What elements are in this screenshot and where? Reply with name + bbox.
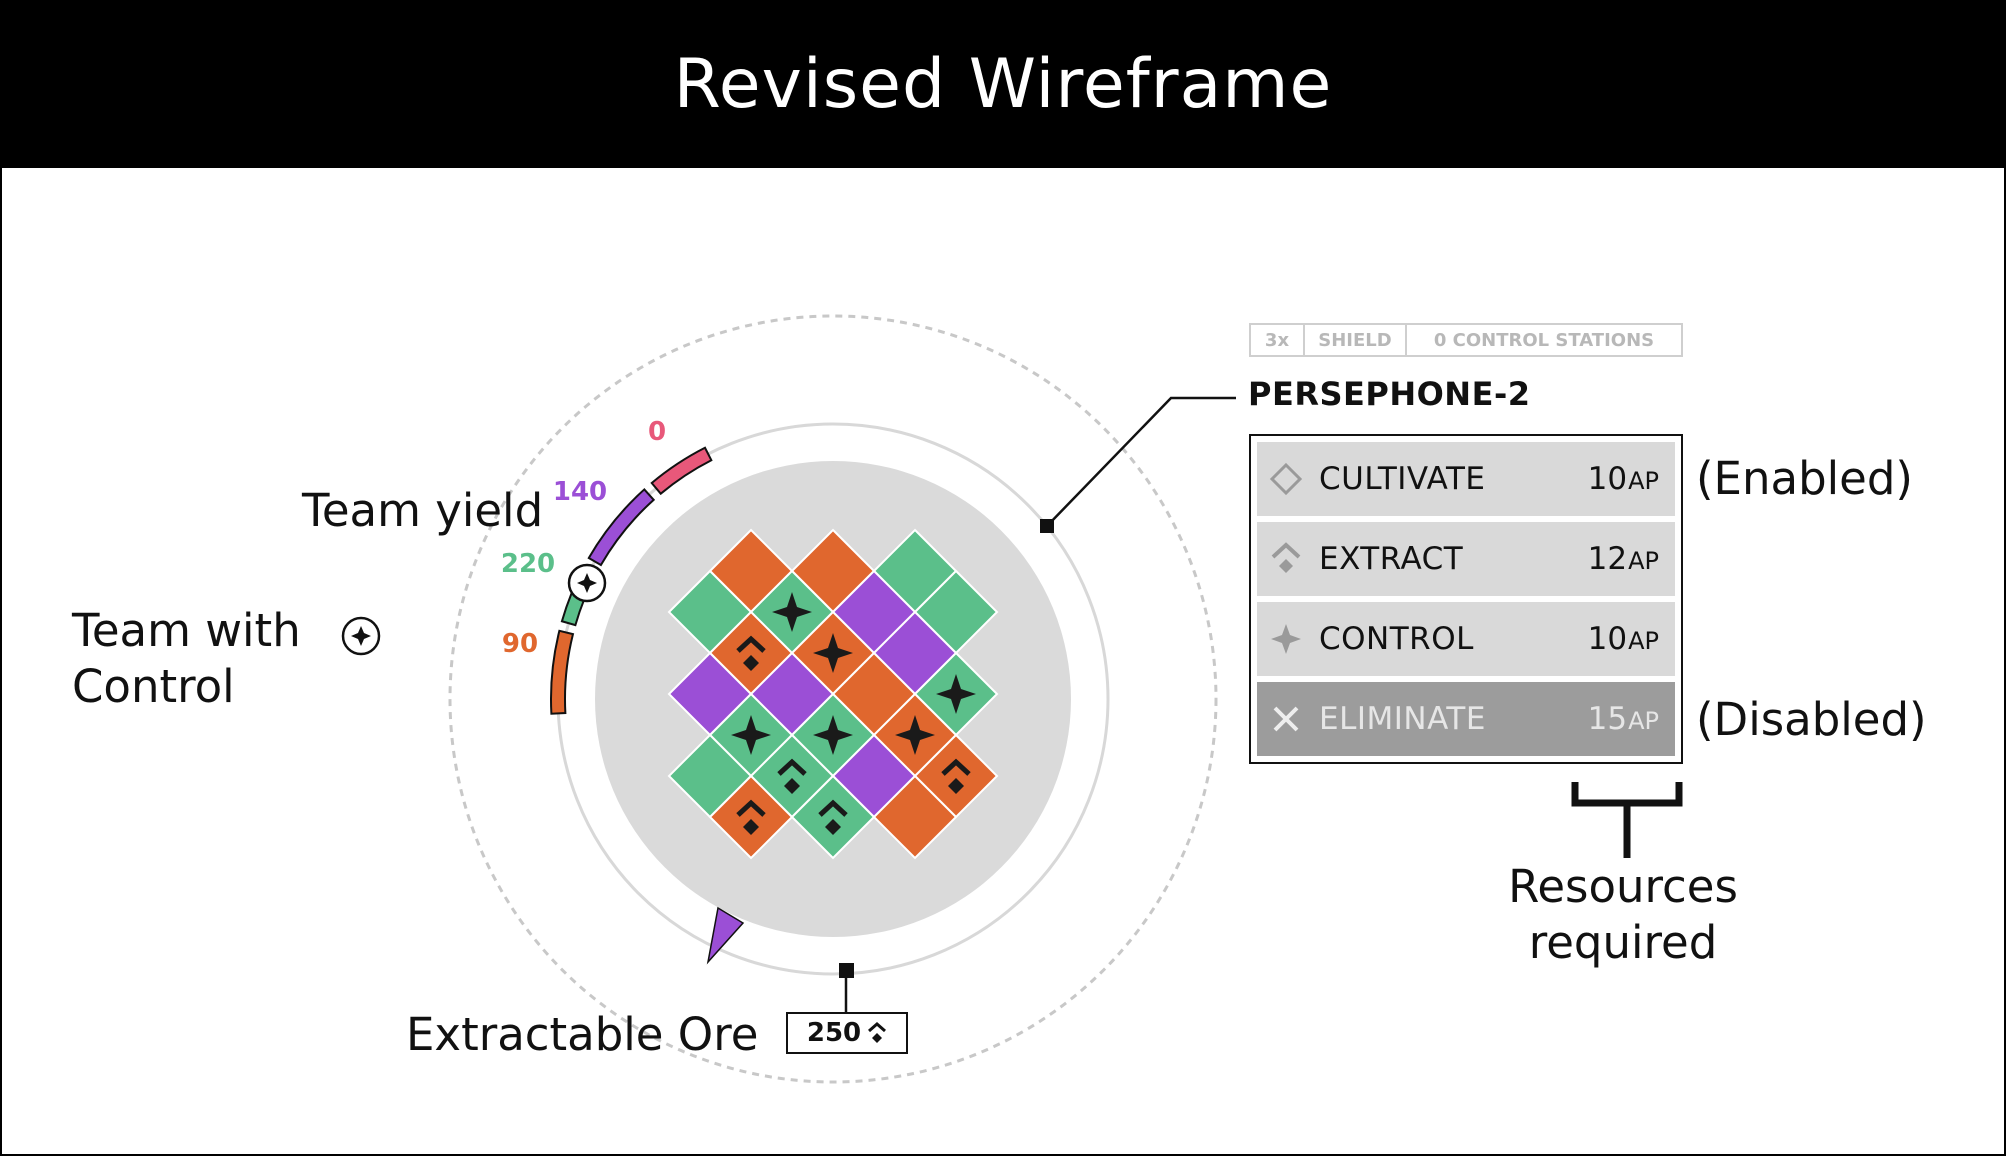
action-name: ELIMINATE [1319, 701, 1486, 737]
control-star-icon [772, 592, 812, 632]
ore-value: 250 [806, 1018, 862, 1048]
diamond-icon [1269, 462, 1303, 496]
ore-diamond-icon [743, 655, 759, 671]
action-extract-button[interactable]: EXTRACT 12AP [1257, 522, 1675, 596]
action-cultivate-button[interactable]: CULTIVATE 10AP [1257, 442, 1675, 516]
tile-grid [667, 528, 999, 860]
multiplier-stat: 3x [1251, 325, 1305, 355]
ore-chevron-icon [777, 758, 807, 776]
grid-tile[interactable] [790, 774, 876, 860]
planet-callout-line [1040, 396, 1236, 533]
yield-value: 0 [648, 417, 666, 447]
action-eliminate-button[interactable]: ELIMINATE 15AP [1257, 682, 1675, 756]
planet-name: PERSEPHONE-2 [1248, 375, 1531, 413]
team-control-marker [567, 563, 607, 603]
shield-stat: SHIELD [1305, 325, 1407, 355]
action-cost: 10AP [1587, 461, 1659, 497]
planet-stats-bar: 3x SHIELD 0 CONTROL STATIONS [1249, 323, 1683, 357]
disabled-annotation: (Disabled) [1696, 693, 1927, 746]
control-star-icon [895, 715, 935, 755]
action-panel: CULTIVATE 10AP EXTRACT 12AP CONTROL 10AP… [1249, 434, 1683, 764]
ore-diamond-icon [948, 778, 964, 794]
ore-chevron-icon [736, 635, 766, 653]
x-icon [1269, 702, 1303, 736]
control-star-icon [936, 674, 976, 714]
team-with-control-label: Team with Control [72, 604, 301, 714]
action-cost: 12AP [1587, 541, 1659, 577]
outer-orbit-ring [448, 314, 1218, 1084]
control-stations-stat: 0 CONTROL STATIONS [1433, 329, 1655, 351]
grid-tile[interactable] [872, 774, 958, 860]
control-star-icon [813, 715, 853, 755]
grid-tile[interactable] [708, 774, 794, 860]
action-cost: 15AP [1587, 701, 1659, 737]
action-name: EXTRACT [1319, 541, 1464, 577]
team-ship-marker [706, 906, 745, 965]
extract-icon [1269, 542, 1303, 576]
action-cost: 10AP [1587, 621, 1659, 657]
page-title: Revised Wireframe [673, 44, 1333, 124]
ore-chevron-icon [736, 799, 766, 817]
yield-segment [587, 488, 656, 567]
ore-diamond-icon [825, 819, 841, 835]
action-control-button[interactable]: CONTROL 10AP [1257, 602, 1675, 676]
control-star-icon [731, 715, 771, 755]
ore-diamond-icon [784, 778, 800, 794]
yield-segment [550, 629, 575, 715]
ore-callout-line [839, 963, 854, 1012]
yield-value: 90 [502, 629, 538, 659]
resources-required-label: Resources required [1508, 860, 1738, 970]
resources-bracket [1571, 782, 1683, 858]
star-icon [1269, 622, 1303, 656]
ore-diamond-icon [743, 819, 759, 835]
extractable-ore-label: Extractable Ore [406, 1008, 759, 1061]
ore-chevron-icon [818, 799, 848, 817]
control-star-icon [813, 633, 853, 673]
team-yield-label: Team yield [302, 484, 544, 537]
action-name: CONTROL [1319, 621, 1474, 657]
ore-chevron-icon [941, 758, 971, 776]
header-bar: Revised Wireframe [0, 0, 2006, 168]
ore-chevron-icon [868, 1022, 887, 1043]
yield-value: 140 [553, 477, 607, 507]
action-name: CULTIVATE [1319, 461, 1486, 497]
ore-value-box: 250 [786, 1012, 908, 1054]
yield-meter: 0 140 220 90 [501, 417, 713, 715]
yield-segment [650, 446, 713, 496]
enabled-annotation: (Enabled) [1696, 452, 1913, 505]
control-legend-icon [341, 616, 381, 656]
yield-value: 220 [501, 549, 555, 579]
